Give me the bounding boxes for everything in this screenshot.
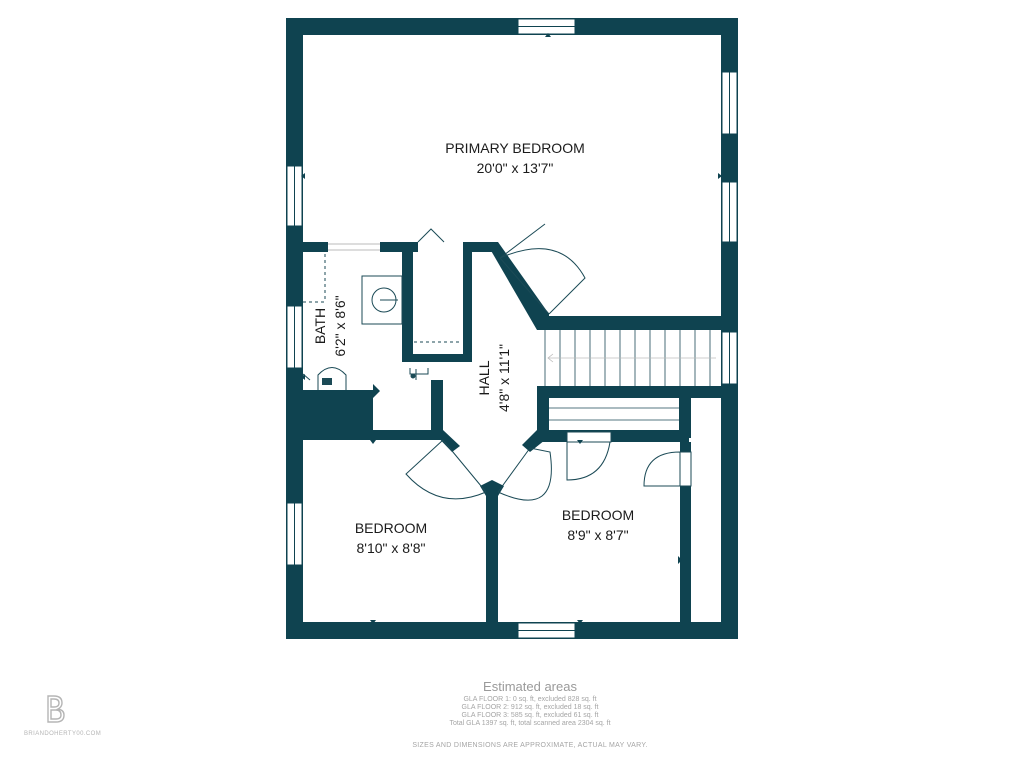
estimated-areas-title: Estimated areas bbox=[483, 679, 577, 694]
area-line-floor-3: GLA FLOOR 3: 585 sq. ft, excluded 61 sq.… bbox=[461, 712, 599, 719]
room-dimensions: 6'2" x 8'6" bbox=[332, 295, 348, 357]
toilet bbox=[317, 367, 347, 390]
closet-wall-left bbox=[402, 242, 413, 360]
estimated-areas: Estimated areas GLA FLOOR 1: 0 sq. ft, e… bbox=[340, 678, 720, 728]
area-line-floor-1: GLA FLOOR 1: 0 sq. ft, excluded 828 sq. … bbox=[463, 696, 597, 703]
closet-wall-top bbox=[463, 242, 498, 252]
room-name: HALL bbox=[476, 360, 492, 396]
disclaimer: SIZES AND DIMENSIONS ARE APPROXIMATE, AC… bbox=[412, 742, 648, 749]
room-dimensions: 8'10" x 8'8" bbox=[356, 540, 426, 556]
stairs-wall-left bbox=[537, 386, 549, 438]
wall-block-chamfer bbox=[373, 384, 380, 398]
bath-wall-top-b bbox=[380, 242, 418, 252]
bedroom-right-wall-right bbox=[680, 442, 691, 622]
room-label-bedroom-right: BEDROOM 8'9" x 8'7" bbox=[538, 505, 658, 545]
hall-wall-angle-left bbox=[431, 430, 460, 452]
closet-wall-right bbox=[463, 242, 472, 362]
door-closet-a bbox=[566, 441, 611, 481]
bedroom-divider bbox=[486, 492, 498, 622]
closet-wall-bottom bbox=[402, 354, 472, 362]
stairs bbox=[544, 330, 721, 421]
sink-vanity bbox=[361, 275, 403, 325]
room-name: PRIMARY BEDROOM bbox=[445, 140, 585, 156]
brand-logo: BRIANDOHERTY00.COM bbox=[24, 694, 104, 737]
closet-right-wall-side bbox=[679, 398, 691, 438]
room-name: BEDROOM bbox=[354, 520, 428, 536]
windows bbox=[286, 18, 738, 639]
hall-wall-angle-right bbox=[522, 430, 545, 452]
area-line-floor-2: GLA FLOOR 2: 912 sq. ft, excluded 18 sq.… bbox=[461, 704, 599, 711]
hall-wall-angled bbox=[486, 242, 549, 330]
fixtures bbox=[302, 228, 462, 390]
door-primary bbox=[499, 223, 586, 315]
door-bedroom-right bbox=[497, 447, 552, 501]
bath-wall-top-a bbox=[303, 242, 328, 252]
room-label-bath: BATH 6'2" x 8'6" bbox=[310, 286, 350, 366]
room-name: BEDROOM bbox=[561, 507, 635, 523]
closet-right-wall-top bbox=[537, 430, 689, 442]
room-dimensions: 20'0" x 13'7" bbox=[476, 160, 554, 176]
brand-b-icon bbox=[47, 695, 65, 723]
outer-wall-top bbox=[286, 18, 738, 35]
brand-url: BRIANDOHERTY00.COM bbox=[24, 731, 102, 737]
outer-wall-right bbox=[721, 18, 738, 639]
area-line-total: Total GLA 1397 sq. ft, total scanned are… bbox=[449, 720, 611, 727]
hall-wall-left bbox=[431, 380, 443, 440]
room-label-hall: HALL 4'8" x 11'1" bbox=[474, 328, 514, 428]
room-dimensions: 4'8" x 11'1" bbox=[496, 344, 512, 412]
room-label-bedroom-left: BEDROOM 8'10" x 8'8" bbox=[331, 518, 451, 558]
outer-wall-bottom bbox=[286, 622, 738, 639]
door-closet-b bbox=[643, 451, 681, 487]
room-dimensions: 8'9" x 8'7" bbox=[567, 527, 629, 543]
door-bedroom-left bbox=[405, 439, 487, 500]
room-label-primary-bedroom: PRIMARY BEDROOM 20'0" x 13'7" bbox=[415, 138, 615, 178]
room-name: BATH bbox=[312, 307, 328, 345]
stairs-wall-bottom bbox=[537, 386, 721, 398]
stairs-wall-top bbox=[537, 316, 721, 330]
bedroom-wall-top-left bbox=[303, 430, 443, 440]
doors bbox=[405, 223, 692, 501]
wall-markers bbox=[301, 33, 722, 624]
